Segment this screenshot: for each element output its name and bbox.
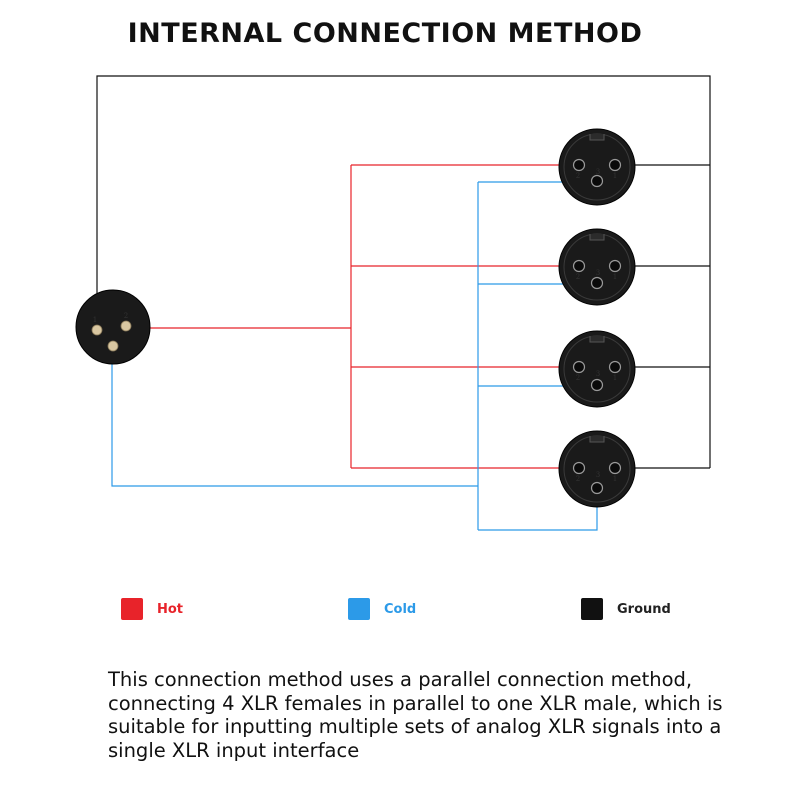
- legend-item-cold: Cold: [348, 598, 416, 620]
- female-4-pin-2: [572, 461, 586, 475]
- xlr-female-connector-4: 2 3 1: [558, 430, 636, 508]
- legend-item-hot: Hot: [121, 598, 183, 620]
- cold-wire-male: [111, 348, 478, 487]
- female-3-pin-2: [572, 360, 586, 374]
- female-2-pin-3: [590, 276, 604, 290]
- male-pin-3: [107, 340, 119, 352]
- svg-text:2: 2: [576, 374, 580, 382]
- female-1-pin-1: [608, 158, 622, 172]
- legend-item-ground: Ground: [581, 598, 671, 620]
- svg-text:2: 2: [576, 475, 580, 483]
- female-3-pin-1: [608, 360, 622, 374]
- svg-text:3: 3: [596, 269, 600, 277]
- svg-text:1: 1: [613, 273, 617, 281]
- xlr-female-connector-1: 2 3 1: [558, 128, 636, 206]
- female-1-pin-3: [590, 174, 604, 188]
- male-pin-1: [91, 324, 103, 336]
- diagram-title: INTERNAL CONNECTION METHOD: [127, 18, 643, 49]
- female-2-pin-2: [572, 259, 586, 273]
- male-pin-2: [120, 320, 132, 332]
- female-1-pin-2: [572, 158, 586, 172]
- svg-text:1: 1: [613, 374, 617, 382]
- svg-text:3: 3: [596, 471, 600, 479]
- legend-swatch-ground: [581, 598, 603, 620]
- svg-text:2: 2: [576, 273, 580, 281]
- ground-wires: [96, 75, 711, 469]
- female-4-pin-1: [608, 461, 622, 475]
- xlr-female-connector-2: 2 3 1: [558, 228, 636, 306]
- xlr-male-connector: 1 2: [75, 289, 151, 365]
- svg-text:3: 3: [596, 370, 600, 378]
- cold-wires: [111, 181, 598, 531]
- hot-wires: [128, 164, 578, 469]
- svg-text:2: 2: [124, 312, 128, 320]
- description-text: This connection method uses a parallel c…: [108, 668, 723, 762]
- legend-label-hot: Hot: [157, 601, 184, 617]
- female-2-pin-1: [608, 259, 622, 273]
- svg-text:1: 1: [613, 475, 617, 483]
- svg-text:2: 2: [576, 172, 580, 180]
- xlr-female-connector-3: 2 3 1: [558, 330, 636, 408]
- legend-label-ground: Ground: [617, 601, 671, 617]
- legend-label-cold: Cold: [384, 601, 417, 617]
- legend-swatch-cold: [348, 598, 370, 620]
- svg-text:1: 1: [93, 316, 97, 324]
- ground-wire-frame: [96, 75, 711, 468]
- svg-text:3: 3: [596, 168, 600, 176]
- svg-text:1: 1: [613, 172, 617, 180]
- female-4-pin-3: [590, 481, 604, 495]
- legend-swatch-hot: [121, 598, 143, 620]
- female-3-pin-3: [590, 378, 604, 392]
